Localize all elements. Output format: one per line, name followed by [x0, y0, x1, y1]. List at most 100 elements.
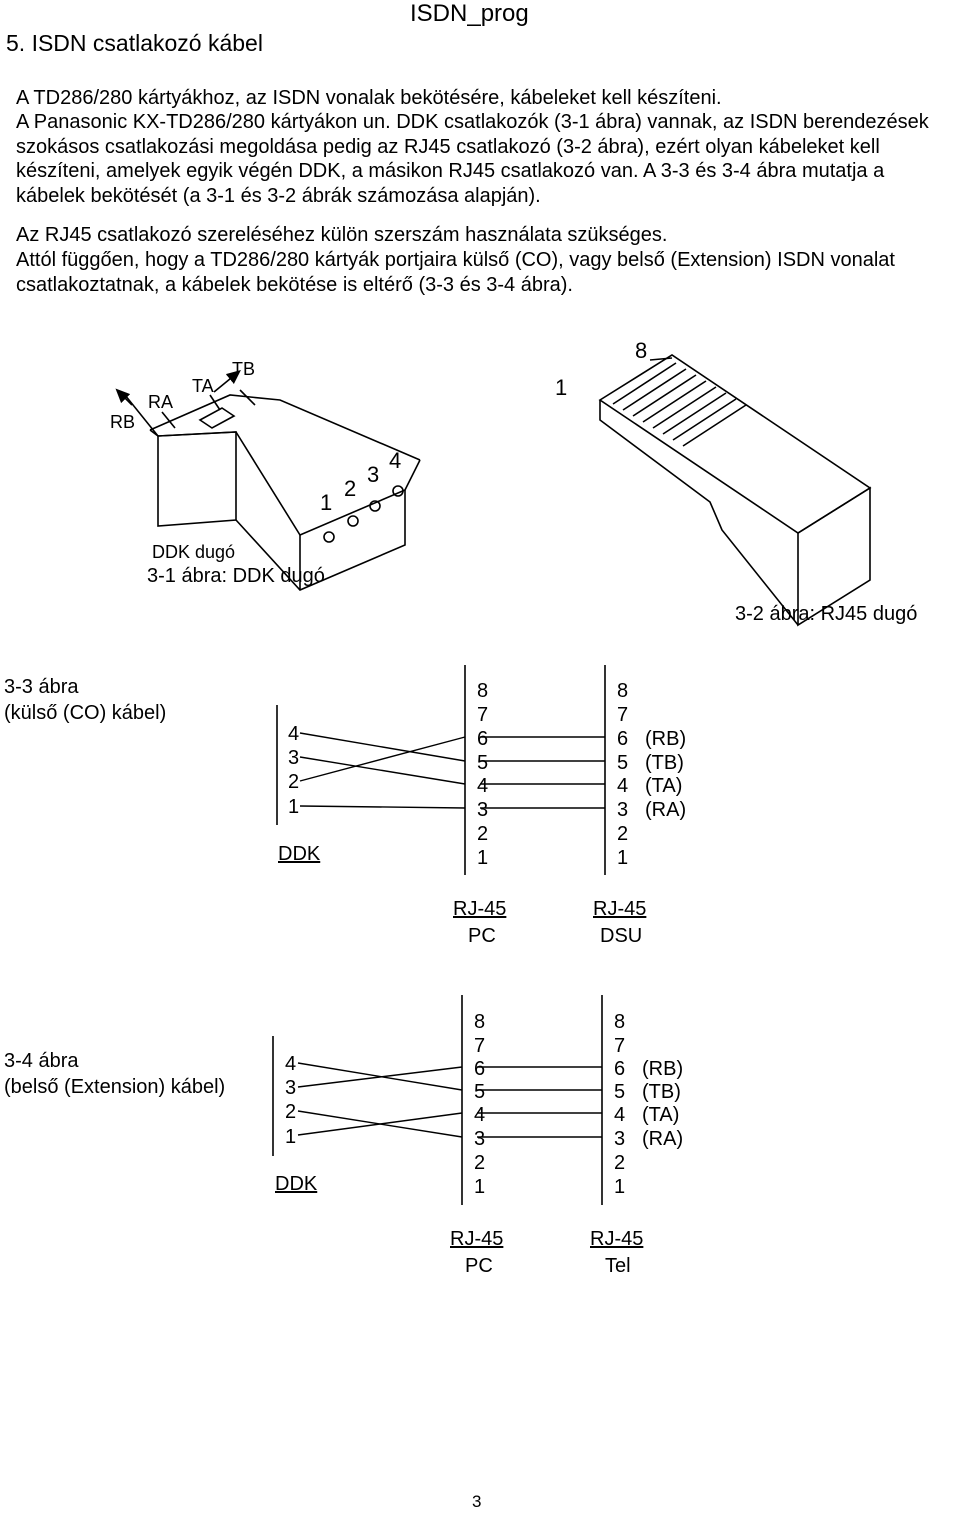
- fig34-frames: [272, 995, 603, 1205]
- fig33-dsu-pin-2: 2: [617, 823, 628, 845]
- ddk-pin-label-2: 2: [344, 476, 356, 501]
- label-rb: RB: [110, 412, 135, 432]
- fig32-caption: 3-2 ábra: RJ45 dugó: [735, 603, 917, 625]
- fig34-ddk-pin-3: 3: [285, 1077, 296, 1099]
- fig33-pc-pin-6: 6: [477, 728, 488, 750]
- paragraph-connectors: A Panasonic KX-TD286/280 kártyákon un. D…: [16, 111, 929, 207]
- fig33-signal-ta: (TA): [645, 775, 682, 797]
- fig33-ddk-pin-3: 3: [288, 747, 299, 769]
- fig33-dsu-pin-1: 1: [617, 847, 628, 869]
- fig33-frames: [276, 665, 606, 875]
- fig34-tel-pin-1: 1: [614, 1176, 625, 1198]
- label-ra: RA: [148, 392, 173, 412]
- fig34-tel-pin-5: 5: [614, 1081, 625, 1103]
- fig34-ddk-pin-2: 2: [285, 1101, 296, 1123]
- fig33-dsu-pin-6: 6: [617, 728, 628, 750]
- fig33-dsu-label: DSU: [600, 925, 642, 947]
- fig34-tel-connector: RJ-45: [590, 1228, 643, 1250]
- ddk-pin-label-4: 4: [389, 448, 401, 473]
- fig34-ddk-pin-1: 1: [285, 1126, 296, 1148]
- fig34-pc-pin-4: 4: [474, 1104, 485, 1126]
- fig33-pc-pin-3: 3: [477, 799, 488, 821]
- fig33-title: 3-3 ábra: [4, 676, 79, 698]
- pin-hole-3: [369, 500, 381, 512]
- ddk-plug-label: DDK dugó: [152, 542, 235, 562]
- fig33-pc-pin-4: 4: [477, 775, 488, 797]
- fig34-ddk-pin-4: 4: [285, 1053, 296, 1075]
- fig33-pc-label: PC: [468, 925, 496, 947]
- fig34-pc-pin-5: 5: [474, 1081, 485, 1103]
- fig34-tel-label: Tel: [605, 1255, 631, 1277]
- fig33-ddk-pin-1: 1: [288, 796, 299, 818]
- fig33-pc-pin-5: 5: [477, 752, 488, 774]
- wire-33-ddk2-rj6: [299, 736, 466, 782]
- paragraph-intro: A TD286/280 kártyákhoz, az ISDN vonalak …: [16, 87, 722, 109]
- paragraph-wiring: Attól függően, hogy a TD286/280 kártyák …: [16, 249, 895, 296]
- fig33-pc-connector: RJ-45: [453, 898, 506, 920]
- tb-arrow-icon: [213, 369, 241, 393]
- fig34-signal-rb: (RB): [642, 1058, 683, 1080]
- ddk-pin-label-3: 3: [367, 462, 379, 487]
- rj45-plug-drawing: [598, 354, 872, 627]
- fig33-ddk-pin-2: 2: [288, 771, 299, 793]
- section-title: 5. ISDN csatlakozó kábel: [6, 30, 263, 56]
- page-number: 3: [472, 1492, 482, 1511]
- fig33-dsu-pin-3: 3: [617, 799, 628, 821]
- fig33-wires: [299, 732, 605, 809]
- fig34-pc-pin-3: 3: [474, 1128, 485, 1150]
- wire-34-ddk3-rj6: [297, 1066, 463, 1088]
- document-name: ISDN_prog: [410, 0, 529, 27]
- fig34-tel-pin-8: 8: [614, 1011, 625, 1033]
- fig33-ddk-label: DDK: [278, 843, 321, 865]
- wire-33-ddk1-rj3: [299, 805, 466, 809]
- fig34-signal-ta: (TA): [642, 1104, 679, 1126]
- fig33-pc-pin-7: 7: [477, 704, 488, 726]
- fig34-signal-tb: (TB): [642, 1081, 681, 1103]
- fig34-pc-connector: RJ-45: [450, 1228, 503, 1250]
- ddk-pin-holes: [323, 485, 404, 543]
- fig33-dsu-pin-4: 4: [617, 775, 628, 797]
- rj45-pin-last: 8: [635, 338, 647, 363]
- fig33-dsu-connector: RJ-45: [593, 898, 646, 920]
- paragraph-tool: Az RJ45 csatlakozó szereléséhez külön sz…: [16, 224, 668, 246]
- fig34-tel-pin-2: 2: [614, 1152, 625, 1174]
- label-tb: TB: [232, 359, 255, 379]
- ddk-pin-label-1: 1: [320, 490, 332, 515]
- fig34-tel-pin-4: 4: [614, 1104, 625, 1126]
- fig34-subtitle: (belső (Extension) kábel): [4, 1076, 225, 1098]
- fig33-subtitle: (külső (CO) kábel): [4, 702, 166, 724]
- fig34-ddk-label: DDK: [275, 1173, 318, 1195]
- fig34-pc-pin-8: 8: [474, 1011, 485, 1033]
- fig34-pc-pin-6: 6: [474, 1058, 485, 1080]
- fig33-signal-rb: (RB): [645, 728, 686, 750]
- fig33-pc-pin-8: 8: [477, 680, 488, 702]
- pin-hole-2: [347, 515, 359, 527]
- wire-33-ddk3-rj4: [299, 756, 466, 785]
- fig33-dsu-pin-8: 8: [617, 680, 628, 702]
- fig33-signal-ra: (RA): [645, 799, 686, 821]
- wire-34-ddk1-rj4: [297, 1112, 463, 1136]
- fig34-tel-pin-3: 3: [614, 1128, 625, 1150]
- fig33-signal-tb: (TB): [645, 752, 684, 774]
- fig34-pc-pin-7: 7: [474, 1035, 485, 1057]
- fig34-tel-pin-6: 6: [614, 1058, 625, 1080]
- fig33-dsu-pin-7: 7: [617, 704, 628, 726]
- fig33-ddk-pin-4: 4: [288, 723, 299, 745]
- fig33-pc-pin-2: 2: [477, 823, 488, 845]
- rj45-pin-first: 1: [555, 375, 567, 400]
- fig31-caption: 3-1 ábra: DDK dugó: [147, 565, 325, 587]
- fig34-signal-ra: (RA): [642, 1128, 683, 1150]
- label-ta: TA: [192, 376, 214, 396]
- pin-hole-4: [392, 485, 404, 497]
- fig34-pc-label: PC: [465, 1255, 493, 1277]
- rb-arrow-icon: [115, 388, 133, 406]
- fig34-pc-pin-2: 2: [474, 1152, 485, 1174]
- fig34-wires: [297, 1062, 602, 1138]
- fig34-title: 3-4 ábra: [4, 1050, 79, 1072]
- fig34-tel-pin-7: 7: [614, 1035, 625, 1057]
- fig34-pc-pin-1: 1: [474, 1176, 485, 1198]
- fig33-pc-pin-1: 1: [477, 847, 488, 869]
- pin-hole-1: [323, 531, 335, 543]
- ddk-plug-drawing: [124, 389, 421, 591]
